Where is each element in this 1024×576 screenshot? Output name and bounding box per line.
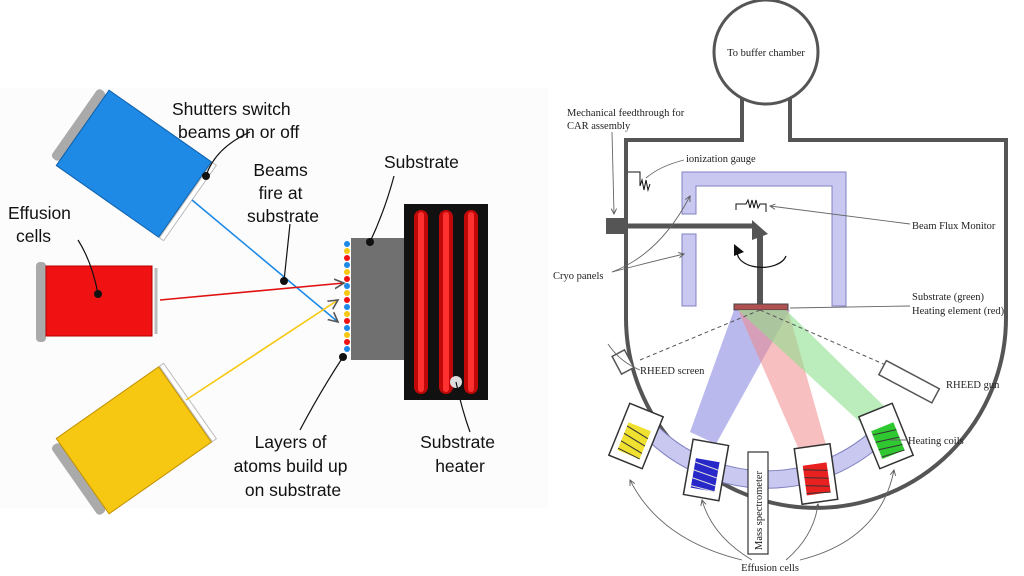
red-effusion-cell	[36, 262, 158, 342]
mechanical-feedthrough	[606, 218, 628, 234]
effusion-cell-green	[857, 402, 915, 470]
substrate-holder	[733, 303, 789, 311]
effusion-cell-blue	[682, 438, 730, 502]
effusion-cells-label: Effusion cells	[8, 203, 76, 246]
blue-effusion-cell	[51, 89, 218, 242]
rheed-screen-label: RHEED screen	[640, 366, 705, 377]
effusion-cells-bottom-label: Effusion cells	[741, 563, 799, 574]
yellow-beam	[185, 300, 338, 401]
right-mbe-chamber-diagram: To buffer chamber	[553, 0, 1008, 574]
ionization-gauge	[628, 171, 651, 192]
beam-flux-monitor-label: Beam Flux Monitor	[912, 221, 996, 232]
cryo-panels-label: Cryo panels	[553, 271, 603, 282]
substrate-heater	[404, 204, 488, 400]
mass-spectrometer-label: Mass spectrometer	[754, 470, 765, 550]
left-mbe-diagram: Shutters switch beams on or off Beams fi…	[0, 88, 548, 515]
ionization-gauge-label: ionization gauge	[686, 154, 756, 165]
left-pointer-dots	[94, 172, 374, 361]
rheed-gun	[877, 359, 941, 404]
buffer-chamber-label: To buffer chamber	[727, 48, 805, 59]
buffer-chamber	[712, 0, 820, 106]
beam-green	[738, 310, 888, 424]
yellow-effusion-cell	[51, 362, 218, 515]
left-pointers	[77, 131, 471, 433]
cryo-panels	[681, 171, 847, 307]
substrate-label: Substrate	[384, 152, 459, 172]
red-beam	[159, 283, 344, 301]
feedthrough-label: Mechanical feedthrough for CAR assembly	[567, 108, 687, 132]
substrate-heater-label: Substrate heater	[420, 432, 500, 476]
atom-layers	[344, 241, 350, 352]
shutters-label: Shutters switch beams on or off	[172, 99, 299, 142]
mass-spectrometer	[747, 451, 769, 555]
effusion-cell-red	[793, 442, 839, 506]
substrate-heating-label: Substrate (green) Heating element (red)	[912, 292, 1005, 317]
blue-beam	[191, 199, 338, 322]
beams-label: Beams fire at substrate	[247, 160, 319, 226]
beam-red	[738, 310, 828, 452]
beam-flux-monitor	[735, 198, 767, 212]
layers-label: Layers of atoms build up on substrate	[234, 432, 353, 500]
heating-coils-label: Heating coils	[908, 436, 964, 447]
rheed-gun-label: RHEED gun	[946, 380, 1000, 391]
effusion-cell-yellow	[607, 402, 665, 470]
right-leaders	[607, 131, 911, 561]
substrate-block	[351, 238, 405, 360]
